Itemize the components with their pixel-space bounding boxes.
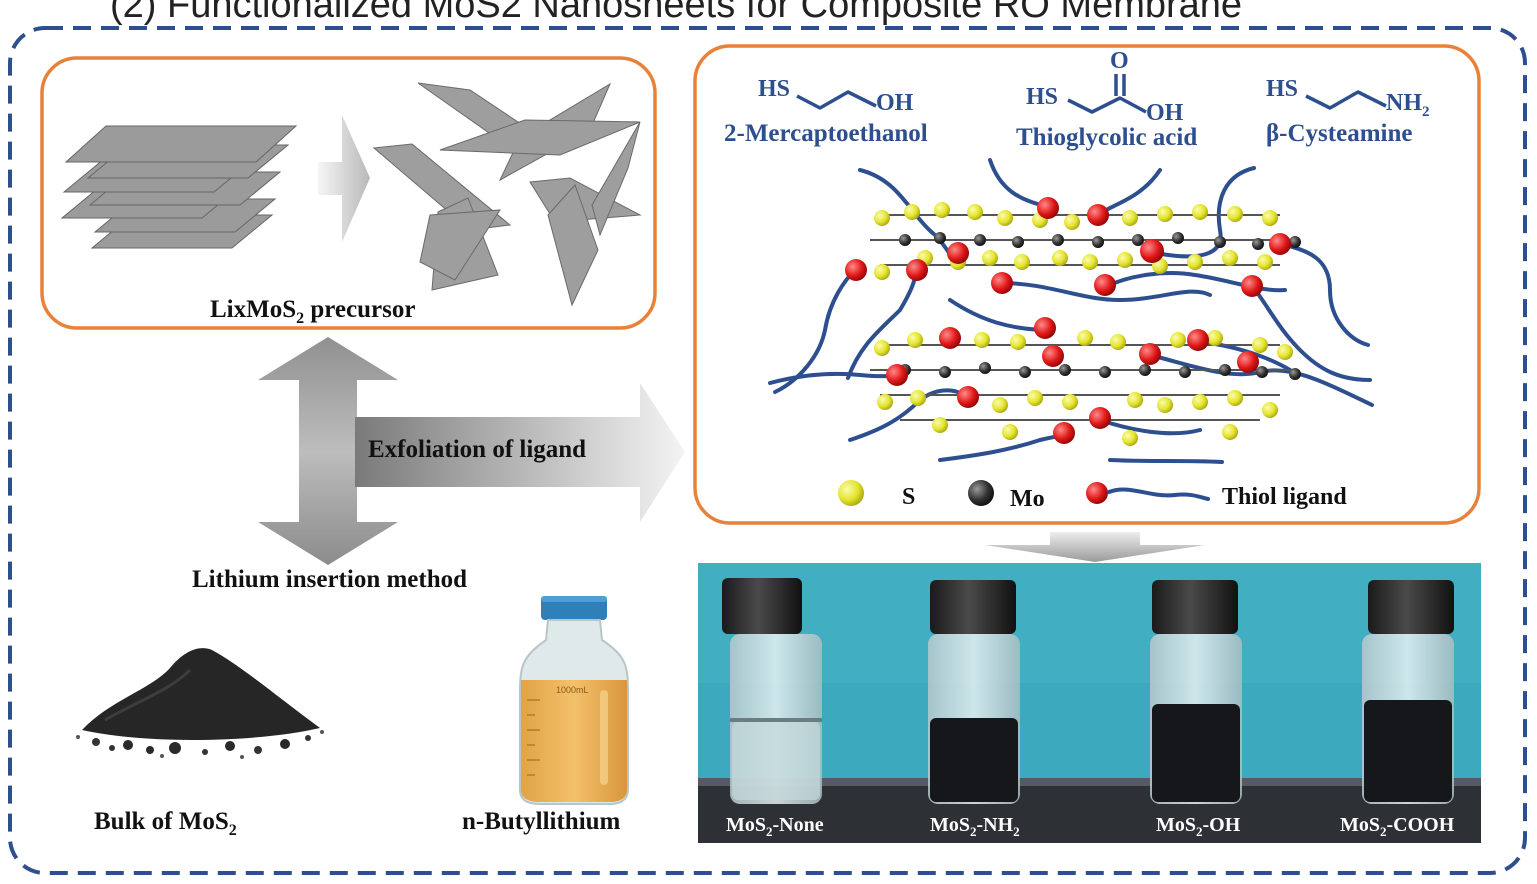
ligand1-oh: OH	[876, 90, 914, 116]
lithium-insertion-label: Lithium insertion method	[192, 566, 468, 593]
stacked-sheets-icon	[60, 125, 298, 249]
lithium-insertion-arrow-icon	[258, 337, 398, 565]
precursor-panel	[40, 56, 657, 330]
vial-label-oh: MoS2-OH	[1156, 814, 1241, 839]
ligand-panel	[693, 44, 1481, 525]
down-arrow-icon	[985, 532, 1205, 562]
exfoliated-sheets-icon	[372, 82, 642, 307]
ligand-structures	[796, 74, 1387, 114]
legend-mo-label: Mo	[1010, 486, 1045, 512]
ligand1-name: 2-Mercaptoethanol	[724, 120, 928, 147]
butyllithium-label: n-Butyllithium	[462, 808, 621, 835]
vial-none	[722, 578, 822, 804]
thiol-atoms	[845, 197, 1291, 444]
legend-mo-marker	[968, 480, 994, 506]
ligand3-name: β-Cysteamine	[1266, 120, 1413, 147]
vial-label-nh2: MoS2-NH2	[930, 814, 1020, 839]
reagent-bottle-icon	[519, 596, 629, 805]
vial-label-cooh: MoS2-COOH	[1340, 814, 1455, 839]
bottle-volume-text: 1000mL	[556, 685, 589, 695]
legend-thiol-marker	[1086, 482, 1108, 504]
vial-oh	[1150, 580, 1242, 804]
ligand2-oh: OH	[1146, 100, 1184, 126]
mos2-lattice	[870, 214, 1290, 421]
precursor-label: LixMoS2 precursor	[210, 296, 416, 327]
process-arrow-icon	[318, 115, 370, 242]
ligand1-hs: HS	[758, 76, 791, 102]
vial-cooh	[1362, 580, 1454, 804]
ligand2-carbonyl: O	[1110, 48, 1129, 74]
legend-thiol-chain	[1107, 487, 1210, 501]
exfoliation-arrow-icon	[355, 383, 685, 522]
legend-s-label: S	[902, 484, 916, 510]
ligand2-name: Thioglycolic acid	[1016, 124, 1198, 151]
ligand3-hs: HS	[1266, 76, 1299, 102]
ligand-chains	[768, 158, 1374, 464]
vials-photo	[698, 563, 1481, 843]
legend-s-marker	[838, 480, 864, 506]
figure-title: (2) Functionalized MoS2 Nanosheets for C…	[110, 0, 1243, 26]
vial-label-none: MoS2-None	[726, 814, 824, 839]
mos2-powder-icon	[76, 648, 324, 759]
ligand3-nh2: NH2	[1386, 90, 1430, 120]
exfoliation-label: Exfoliation of ligand	[368, 436, 587, 463]
ligand2-hs: HS	[1026, 84, 1059, 110]
dashed-frame	[8, 26, 1527, 875]
legend-thiol-label: Thiol ligand	[1222, 484, 1347, 510]
bulk-mos2-label: Bulk of MoS2	[94, 808, 237, 839]
vial-nh2	[928, 580, 1020, 804]
molybdenum-atoms	[899, 232, 1301, 380]
